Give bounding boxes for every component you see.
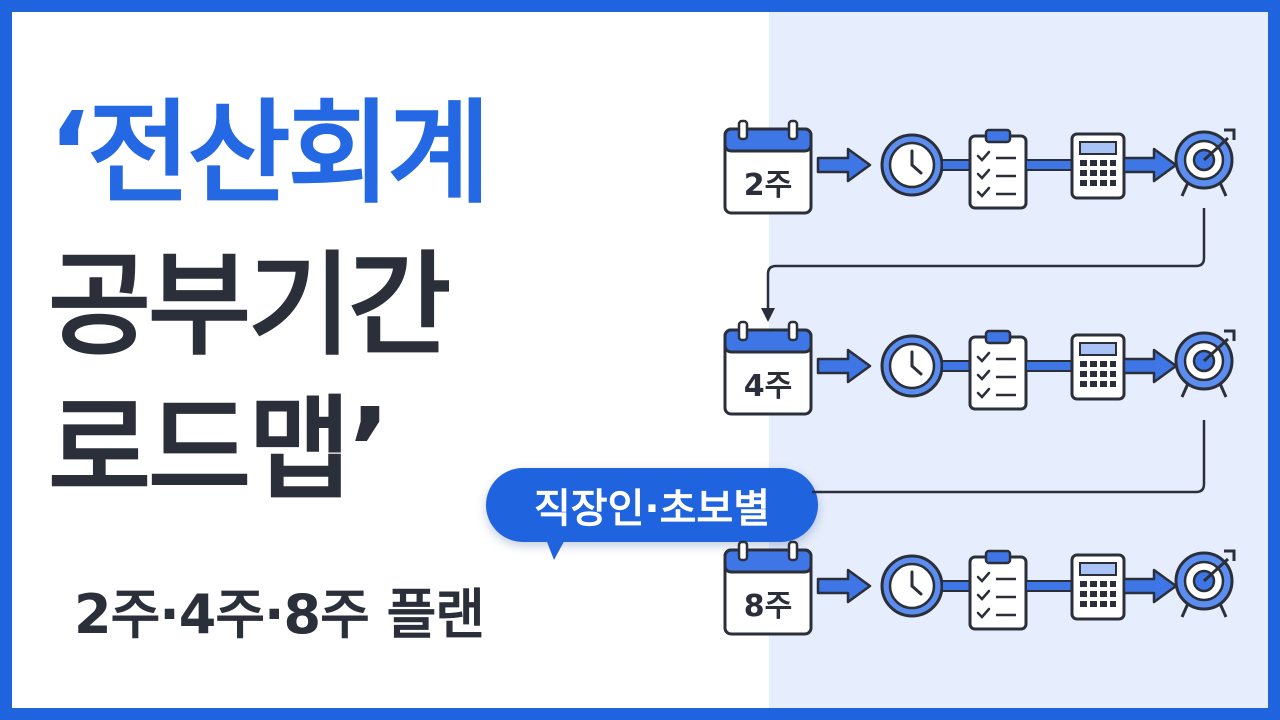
connector-bar [1025, 580, 1073, 592]
roadmap-diagram: 2주 4주 [723, 119, 1236, 636]
right-arrow-icon [816, 568, 872, 604]
flow-connector [812, 420, 1206, 494]
right-arrow-icon [1122, 348, 1178, 384]
calculator-icon [1070, 333, 1126, 401]
roadmap-row-4w: 4주 [723, 320, 1236, 416]
title-line-2: 공부기간 [48, 241, 451, 371]
audience-badge: 직장인·초보별 [486, 468, 818, 542]
clock-icon [880, 554, 944, 618]
target-icon [1174, 128, 1236, 198]
week-label: 8주 [744, 589, 792, 624]
checklist-icon [968, 329, 1028, 411]
roadmap-row-2w: 2주 [723, 119, 1236, 215]
title-line-3: 로드맵’ [48, 385, 391, 515]
badge-tail [544, 534, 568, 560]
right-arrow-icon [1122, 147, 1178, 183]
clock-icon [880, 133, 944, 197]
connector-bar [941, 580, 973, 592]
right-arrow-icon [1122, 568, 1178, 604]
connector-bar [1025, 159, 1073, 171]
week-label: 2주 [744, 168, 792, 203]
down-arrow-icon [761, 308, 775, 322]
clock-icon [880, 334, 944, 398]
right-arrow-icon [816, 348, 872, 384]
checklist-icon [968, 128, 1028, 210]
target-icon [1174, 549, 1236, 619]
roadmap-row-8w: 8주 [723, 540, 1236, 636]
plan-subtitle: 2주·4주·8주 플랜 [74, 583, 485, 646]
week-label: 4주 [744, 369, 792, 404]
title-line-1: ‘전산회계 [48, 89, 491, 219]
right-arrow-icon [816, 147, 872, 183]
checklist-icon [968, 549, 1028, 631]
connector-bar [1025, 360, 1073, 372]
calculator-icon [1070, 132, 1126, 200]
target-icon [1174, 329, 1236, 399]
calculator-icon [1070, 553, 1126, 621]
connector-bar [941, 159, 973, 171]
connector-bar [941, 360, 973, 372]
flow-connector [766, 208, 1206, 314]
